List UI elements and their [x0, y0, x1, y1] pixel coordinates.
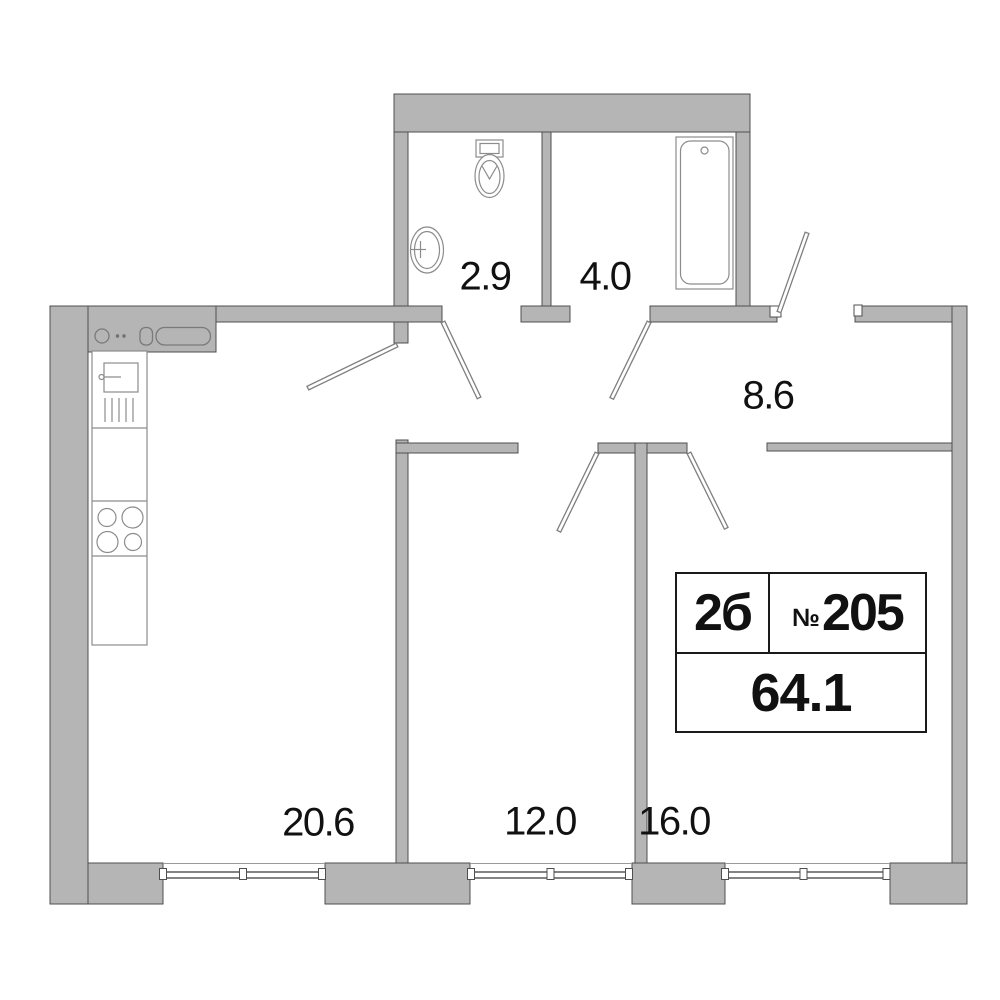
vent-shaft-icon	[94, 326, 212, 346]
stove-icon	[96, 506, 144, 554]
walls-layer	[49, 93, 968, 905]
wall-segment	[541, 131, 552, 307]
wall-segment	[395, 442, 519, 454]
wall-segment	[520, 305, 571, 323]
wall-segment	[87, 862, 164, 905]
wall-segment	[766, 442, 953, 452]
wall-segment	[393, 93, 751, 133]
door-leaf-bedroom-2	[686, 451, 729, 531]
room-area-label-hallway: 8.6	[742, 373, 795, 418]
door-jamb-marker	[853, 304, 863, 317]
apartment-type: 2б	[677, 574, 770, 652]
door-leaf-kitchen	[306, 342, 399, 391]
windows-layer	[159, 863, 891, 880]
wall-segment	[649, 305, 778, 323]
room-area-label-kitchen-living: 20.6	[282, 800, 355, 845]
total-area: 64.1	[750, 662, 852, 723]
window-bedroom-1	[467, 863, 633, 880]
door-leaf-entrance	[776, 231, 810, 314]
kitchen-counter-icon	[91, 350, 148, 646]
room-area-label-wc: 2.9	[459, 254, 512, 299]
wall-segment	[735, 131, 751, 307]
bathtub-icon	[675, 136, 734, 290]
door-leaf-wc	[440, 320, 482, 400]
info-box-top-row: 2б № 205	[677, 574, 925, 654]
apartment-number: № 205	[770, 574, 925, 652]
room-area-label-bedroom-2: 16.0	[638, 799, 711, 844]
wall-segment	[634, 442, 648, 864]
wall-segment	[631, 862, 726, 905]
toilet-icon	[474, 139, 505, 199]
wall-segment	[393, 131, 409, 344]
number-sign: №	[792, 603, 821, 632]
kitchen-sink-icon	[98, 362, 139, 422]
wall-segment	[854, 305, 968, 323]
wall-segment	[215, 305, 443, 323]
door-leaf-bedroom-1	[556, 451, 600, 533]
window-bedroom-2	[721, 863, 891, 880]
room-area-label-bedroom-1: 12.0	[504, 799, 577, 844]
fixtures-layer	[91, 136, 734, 646]
room-area-label-bathroom: 4.0	[579, 254, 632, 299]
apartment-info-box: 2б № 205 64.1	[675, 572, 927, 733]
sink-icon	[409, 226, 445, 274]
door-leaf-bathroom	[609, 320, 652, 401]
window-kitchen	[159, 863, 326, 880]
doors-layer	[306, 231, 810, 533]
wall-segment	[324, 862, 471, 905]
wall-segment	[889, 862, 968, 905]
apartment-number-value: 205	[822, 584, 905, 642]
wall-segment	[951, 305, 968, 905]
wall-segment	[49, 305, 89, 905]
wall-segment	[395, 439, 409, 864]
